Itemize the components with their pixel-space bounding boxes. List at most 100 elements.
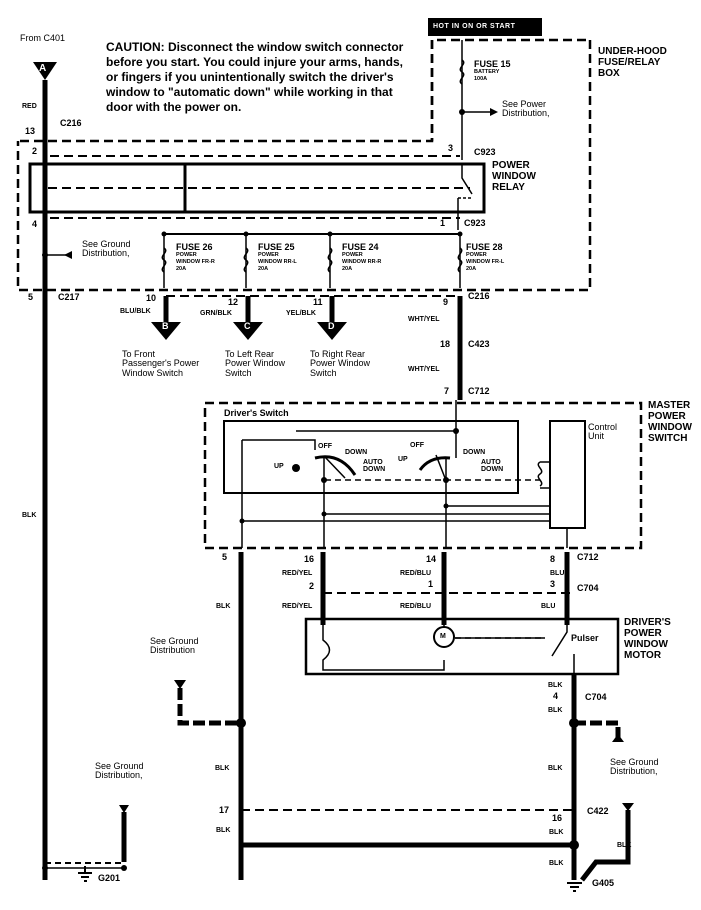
- output-desc-right-rear: To Right Rear Power Window Switch: [310, 349, 370, 378]
- text-line: Passenger's Power: [122, 358, 200, 369]
- pin-label: 4: [553, 691, 559, 701]
- fuse-sub: WINDOW FR-L: [466, 259, 505, 266]
- text-line: Distribution: [150, 645, 196, 656]
- text-line: To Left Rear: [225, 349, 275, 359]
- text-line: POWER: [648, 411, 686, 422]
- fuse-sub: BATTERY: [474, 69, 500, 76]
- text-line: WINDOW: [624, 639, 668, 650]
- wire-color-label: RED/BLU: [400, 570, 432, 577]
- pin-label: 8: [550, 554, 556, 564]
- switch1-down: DOWN: [345, 449, 368, 456]
- wire-color-label: RED/YEL: [282, 570, 313, 577]
- pin-label: 5: [222, 552, 228, 562]
- text-line: Distribution,: [95, 770, 143, 781]
- fuse-sub: POWER: [258, 252, 279, 259]
- text-line: Switch: [225, 367, 252, 378]
- text-line: See Ground: [150, 636, 199, 646]
- text-line: See Ground: [610, 757, 659, 767]
- switch2-up: UP: [398, 456, 408, 463]
- switch2-down: DOWN: [463, 449, 486, 456]
- fuse-sub: WINDOW FR-R: [176, 259, 215, 266]
- fuse-title: FUSE 28: [466, 242, 503, 252]
- connector-label: C712: [468, 386, 490, 396]
- wire-color-label: BLK: [617, 842, 632, 849]
- switch1-off: OFF: [318, 443, 332, 450]
- pin-label: 2: [32, 146, 38, 156]
- fuse-sub: WINDOW RR-L: [258, 259, 297, 266]
- connector-d-triangle: [317, 322, 347, 340]
- text-line: See Ground: [95, 761, 144, 771]
- connector-letter: C: [244, 321, 251, 331]
- fuse-title: FUSE 25: [258, 242, 295, 252]
- text-line: WINDOW: [648, 422, 692, 433]
- text-line: Window Switch: [122, 367, 184, 378]
- text-line: MOTOR: [624, 650, 662, 661]
- fuse-sub: POWER: [176, 252, 197, 259]
- fuse-sub: 20A: [258, 266, 269, 273]
- fuse-sub: WINDOW RR-R: [342, 259, 382, 266]
- switch1-auto-down: AUTO DOWN: [363, 459, 385, 474]
- power-window-relay-box: [28, 162, 486, 214]
- connector-label: C216: [60, 118, 82, 128]
- master-power-window-switch-label: MASTER POWER WINDOW SWITCH: [648, 400, 692, 444]
- drivers-power-window-motor-label: DRIVER'S POWER WINDOW MOTOR: [624, 617, 671, 661]
- fuse-25: FUSE 25 POWER WINDOW RR-L 20A: [258, 242, 297, 273]
- switch1-up: UP: [274, 463, 284, 470]
- switch2-off: OFF: [410, 442, 424, 449]
- output-desc-front-passenger: To Front Passenger's Power Window Switch: [122, 349, 200, 378]
- pin-label: 1: [428, 579, 434, 589]
- connector-label: C704: [585, 692, 607, 702]
- pin-label: 1: [440, 218, 446, 228]
- wire-color-label: RED/BLU: [400, 603, 432, 610]
- fuse-sub: POWER: [342, 252, 363, 259]
- power-window-relay-label: POWER WINDOW RELAY: [492, 160, 536, 193]
- ground-g201-label: G201: [98, 873, 121, 883]
- text-line: Distribution,: [82, 248, 130, 259]
- pin-label: 11: [313, 297, 323, 307]
- text-line: AUTO: [363, 459, 383, 466]
- text-line: DRIVER'S: [624, 617, 671, 628]
- switch2-auto-down: AUTO DOWN: [481, 459, 503, 474]
- ground-g405-label: G405: [592, 878, 615, 888]
- text-line: See Ground: [82, 239, 131, 249]
- see-ground-distribution-right: See Ground Distribution,: [610, 757, 659, 777]
- control-unit-box: [549, 420, 586, 529]
- fuse-28: FUSE 28 POWER WINDOW FR-L 20A: [466, 242, 505, 273]
- pin-label: 10: [146, 293, 157, 303]
- motor-m-label: M: [440, 633, 446, 640]
- wire-color-label: BLK: [215, 765, 230, 772]
- title-line: UNDER-HOOD: [598, 46, 667, 57]
- under-hood-box-outline: [16, 40, 592, 292]
- pin-label: 5: [28, 292, 34, 302]
- wire-color-label: BLK: [216, 827, 231, 834]
- wire-color-label: BLK: [216, 603, 231, 610]
- connector-label: C704: [577, 583, 599, 593]
- master-switch-outline: [203, 401, 643, 550]
- pin-label: 4: [32, 219, 38, 229]
- wire-color-label: WHT/YEL: [408, 366, 440, 373]
- fuse-title: FUSE 24: [342, 242, 379, 252]
- connector-label: C217: [58, 292, 80, 302]
- connector-label: C712: [577, 552, 599, 562]
- wire-color-label: YEL/BLK: [286, 310, 316, 317]
- wire-color-label: BLK: [549, 829, 564, 836]
- text-line: To Right Rear: [310, 349, 366, 359]
- pin-label: 7: [444, 386, 450, 396]
- see-ground-distribution-left: See Ground Distribution,: [95, 761, 144, 781]
- pin-label: 17: [219, 805, 230, 815]
- motor-icon: [433, 626, 455, 648]
- text-line: Distribution,: [610, 766, 658, 777]
- wire-color-label: BLK: [22, 512, 37, 519]
- see-power-distribution: See Power Distribution,: [502, 99, 550, 119]
- connector-letter: D: [328, 321, 335, 331]
- fuse-sub: 100A: [474, 76, 488, 83]
- hot-in-on-or-start-label: HOT IN ON OR START: [428, 20, 521, 34]
- pin-label: 3: [448, 143, 454, 153]
- drivers-switch-box: [223, 420, 519, 494]
- text-line: See Power: [502, 99, 547, 109]
- connector-a-letter: A: [39, 63, 47, 74]
- pin-label: 14: [426, 554, 437, 564]
- pulser-label: Pulser: [571, 633, 599, 643]
- text-line: MASTER: [648, 400, 691, 411]
